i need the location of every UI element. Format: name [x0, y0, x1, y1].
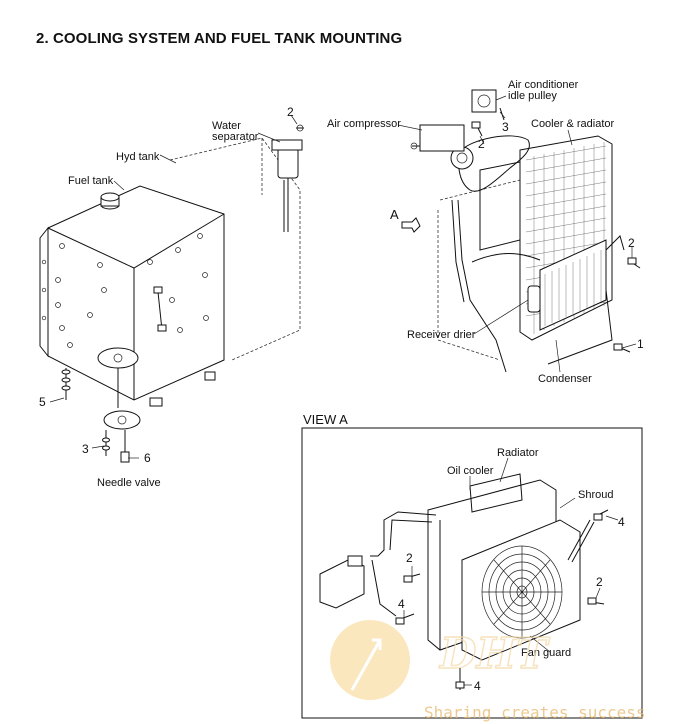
watermark-tagline: Sharing creates success — [424, 703, 646, 722]
water-separator — [271, 124, 304, 232]
label-receiver-drier: Receiver drier — [407, 329, 476, 341]
callout-tank-bolt-3: 3 — [82, 442, 89, 456]
view-a-panel — [301, 427, 643, 719]
label-ac-idle-pulley: Air conditioner — [508, 79, 579, 91]
label-radiator: Radiator — [497, 447, 539, 459]
label-condenser: Condenser — [538, 373, 592, 385]
watermark-logo: DHT — [439, 629, 550, 678]
label-hyd-tank: Hyd tank — [116, 151, 160, 163]
label-view-a: VIEW A — [303, 412, 348, 427]
callout-ac-bolt-3: 3 — [502, 120, 509, 134]
callout-va-bolt-4b: 4 — [398, 597, 405, 611]
callout-ws-bolt: 2 — [287, 105, 294, 119]
label-shroud: Shroud — [578, 489, 613, 501]
label-fan-guard: Fan guard — [521, 647, 571, 659]
label-fuel-tank: Fuel tank — [68, 175, 114, 187]
page-title: 2. COOLING SYSTEM AND FUEL TANK MOUNTING — [36, 30, 403, 47]
label-water-separator-2: separator — [212, 131, 259, 143]
label-air-compressor: Air compressor — [327, 118, 401, 130]
callout-va-bolt-4a: 4 — [618, 515, 625, 529]
label-water-separator: Water — [212, 120, 241, 132]
watermark: DHT Sharing creates success — [330, 620, 646, 722]
cooler-radiator-assembly — [401, 89, 641, 373]
callout-cond-bolt-1: 1 — [637, 337, 644, 351]
label-view-arrow-a: A — [390, 207, 399, 222]
fuel-tank-assembly — [39, 137, 301, 463]
callout-va-bolt-2a: 2 — [406, 551, 413, 565]
label-ac-idle-pulley-2: idle pulley — [508, 90, 557, 102]
callout-cond-bolt-2: 2 — [628, 236, 635, 250]
callout-tank-bolt-5: 5 — [39, 395, 46, 409]
callout-va-bolt-2b: 2 — [596, 575, 603, 589]
callout-needle-6: 6 — [144, 451, 151, 465]
label-oil-cooler: Oil cooler — [447, 465, 494, 477]
label-needle-valve: Needle valve — [97, 477, 161, 489]
callout-va-bolt-4c: 4 — [474, 679, 481, 693]
label-cooler-radiator: Cooler & radiator — [531, 118, 614, 130]
callout-comp-bolt-2: 2 — [478, 137, 485, 151]
